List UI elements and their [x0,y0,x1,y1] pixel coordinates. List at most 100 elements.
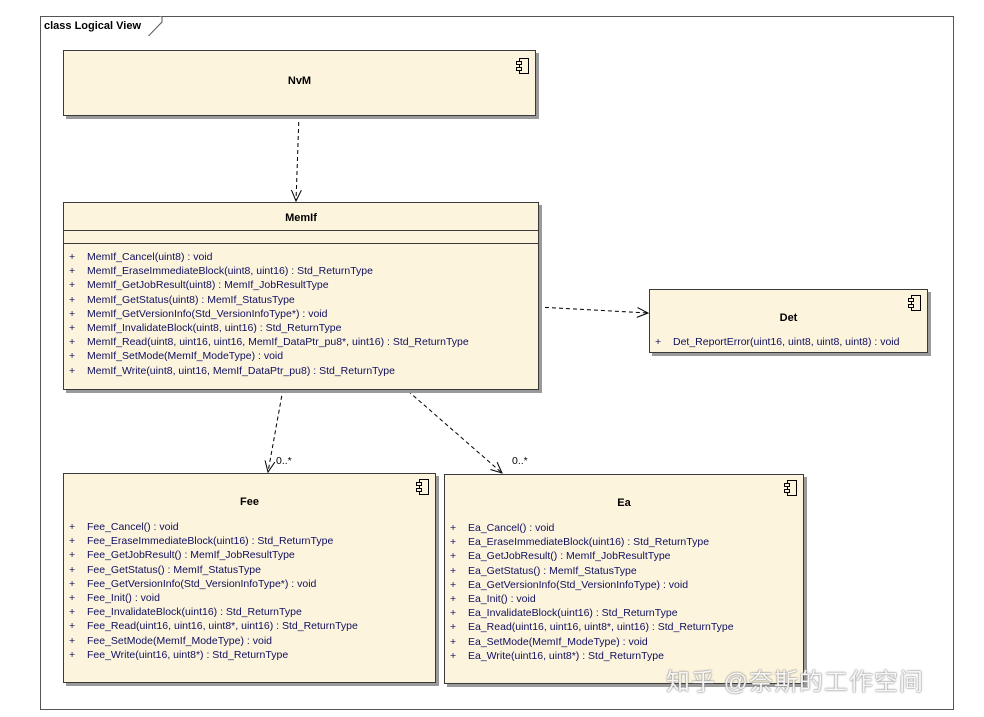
operation-row: + MemIf_GetVersionInfo(Std_VersionInfoTyp… [69,307,469,321]
component-ea[interactable]: Ea +Ea_Cancel() : void+Ea_EraseImmediate… [444,474,804,684]
operation-row: +Ea_Init() : void [450,592,734,606]
operation-row: + MemIf_Cancel(uint8) : void [69,250,469,264]
component-memif[interactable]: MemIf +MemIf_Cancel(uint8) : void+MemIf_… [63,202,539,390]
operation-signature: Ea_GetStatus() : MemIf_StatusType [468,564,637,577]
visibility-marker: + [69,350,76,363]
operation-row: +Fee_SetMode(MemIf_ModeType) : void [69,634,358,648]
visibility-marker: + [69,592,76,605]
operation-signature: Fee_Cancel() : void [87,521,179,533]
operation-row: + MemIf_EraseImmediateBlock(uint8, uint16… [69,264,469,278]
visibility-marker: + [450,550,457,563]
visibility-marker: + [69,535,76,548]
operation-row: + Ea_GetJobResult() : MemIf_JobResultType [450,549,734,563]
dependency-nvm-memif [296,114,299,201]
operation-signature: Ea_GetJobResult() : MemIf_JobResultType [468,550,671,563]
operations-list: + MemIf_Cancel(uint8) : void + MemIf_EraseI… [69,250,469,378]
visibility-marker: + [450,564,457,577]
component-title: NvM [287,75,312,87]
visibility-marker: + [69,620,76,633]
operation-row: + Ea_GetStatus() : MemIf_StatusType [450,564,734,578]
operation-signature: Fee_InvalidateBlock(uint16) : Std_Return… [87,606,302,619]
operation-signature: MemIf_GetVersionInfo(Std_VersionInfoType… [87,307,328,320]
operations-list: +Det_ReportError(uint16, uint8, uint8, u… [655,335,899,349]
operation-row: +Ea_Cancel() : void [450,521,734,535]
operation-row: +MemIf_Read(uint8, uint16, uint16, MemIf… [69,335,469,349]
operation-signature: Ea_Write(uint16, uint8*) : Std_ReturnTyp… [468,649,664,662]
frame-label-tab [40,16,163,36]
operation-row: + Fee_GetVersionInfo(Std_VersionInfoType*… [69,577,358,591]
multiplicity-fee: 0..* [276,455,292,467]
dependency-memif-fee [268,388,284,472]
visibility-marker: + [450,607,457,620]
visibility-marker: + [69,293,76,306]
operation-row: +Det_ReportError(uint16, uint8, uint8, u… [655,335,899,349]
visibility-marker: + [450,649,457,662]
visibility-marker: + [69,549,76,562]
uml-component-icon [908,295,921,311]
visibility-marker: + [69,279,76,292]
visibility-marker: + [69,563,76,576]
multiplicity-ea: 0..* [512,455,528,467]
operation-row: +Ea_EraseImmediateBlock(uint16) : Std_Re… [450,535,734,549]
operation-row: + Ea_GetVersionInfo(Std_VersionInfoType) … [450,578,734,592]
component-fee[interactable]: Fee + Fee_Cancel() : void+Fee_EraseImmedi… [63,473,436,683]
operation-signature: MemIf_GetStatus(uint8) : MemIf_StatusTyp… [87,293,295,306]
visibility-marker: + [69,648,76,661]
component-det[interactable]: Det +Det_ReportError(uint16, uint8, uint… [649,289,928,353]
operation-signature: Fee_GetJobResult() : MemIf_JobResultType [87,549,295,562]
operations-list: +Ea_Cancel() : void+Ea_EraseImmediateBlo… [450,521,734,663]
dependency-memif-det [537,306,648,313]
operation-signature: MemIf_Write(uint8, uint16, MemIf_DataPtr… [87,364,395,377]
operation-row: +Fee_EraseImmediateBlock(uint16) : Std_R… [69,534,358,548]
visibility-marker: + [450,578,457,591]
visibility-marker: + [69,307,76,320]
operation-row: + MemIf_GetStatus(uint8) : MemIf_StatusTy… [69,293,469,307]
component-nvm[interactable]: NvM [63,50,536,116]
operation-row: +Ea_Read(uint16, uint16, uint8*, uint16)… [450,620,734,634]
operation-signature: MemIf_Cancel(uint8) : void [87,251,213,263]
operation-row: + Fee_GetJobResult() : MemIf_JobResultTyp… [69,548,358,562]
visibility-marker: + [69,336,76,349]
visibility-marker: + [69,606,76,619]
operation-signature: Ea_Init() : void [468,593,536,606]
operation-signature: MemIf_EraseImmediateBlock(uint8, uint16)… [87,265,373,278]
operation-signature: Fee_SetMode(MemIf_ModeType) : void [87,634,273,647]
operation-signature: MemIf_InvalidateBlock(uint8, uint16) : S… [87,322,342,335]
operation-signature: Fee_Init() : void [87,592,160,605]
operation-row: + MemIf_SetMode(MemIf_ModeType) : void [69,349,469,363]
component-title: Det [779,312,798,324]
operation-signature: Ea_GetVersionInfo(Std_VersionInfoType) :… [468,578,689,591]
visibility-marker: + [69,251,76,263]
operation-signature: Fee_GetStatus() : MemIf_StatusType [87,563,261,576]
visibility-marker: + [69,577,76,590]
operation-signature: Fee_Write(uint16, uint8*) : Std_ReturnTy… [87,648,289,661]
component-title: MemIf [285,212,317,224]
visibility-marker: + [69,521,76,533]
operation-signature: Fee_GetVersionInfo(Std_VersionInfoType*)… [87,577,317,590]
visibility-marker: + [69,364,76,377]
operations-list: + Fee_Cancel() : void+Fee_EraseImmediateB… [69,520,358,662]
operation-signature: MemIf_SetMode(MemIf_ModeType) : void [87,350,284,363]
operation-row: + Fee_InvalidateBlock(uint16) : Std_Retur… [69,605,358,619]
component-title: Fee [240,496,259,508]
operation-row: + Ea_SetMode(MemIf_ModeType) : void [450,635,734,649]
uml-component-icon [784,480,797,496]
operation-row: + MemIf_GetJobResult(uint8) : MemIf_JobRe… [69,278,469,292]
operation-row: + Fee_Init() : void [69,591,358,605]
visibility-marker: + [69,265,76,278]
operation-signature: MemIf_GetJobResult(uint8) : MemIf_JobRes… [87,279,329,292]
visibility-marker: + [450,522,457,534]
operation-row: + MemIf_Write(uint8, uint16, MemIf_DataPt… [69,364,469,378]
operation-signature: Det_ReportError(uint16, uint8, uint8, ui… [673,336,900,348]
operation-signature: Fee_Read(uint16, uint16, uint8*, uint16)… [87,620,358,633]
operations-separator [64,243,538,244]
operation-signature: Ea_SetMode(MemIf_ModeType) : void [468,635,648,648]
uml-component-icon [516,58,529,74]
visibility-marker: + [450,536,457,549]
visibility-marker: + [69,322,76,335]
operation-signature: Ea_Read(uint16, uint16, uint8*, uint16) … [468,621,734,634]
visibility-marker: + [450,635,457,648]
operation-row: + Fee_GetStatus() : MemIf_StatusType [69,563,358,577]
operation-row: +Ea_InvalidateBlock(uint16) : Std_Return… [450,606,734,620]
